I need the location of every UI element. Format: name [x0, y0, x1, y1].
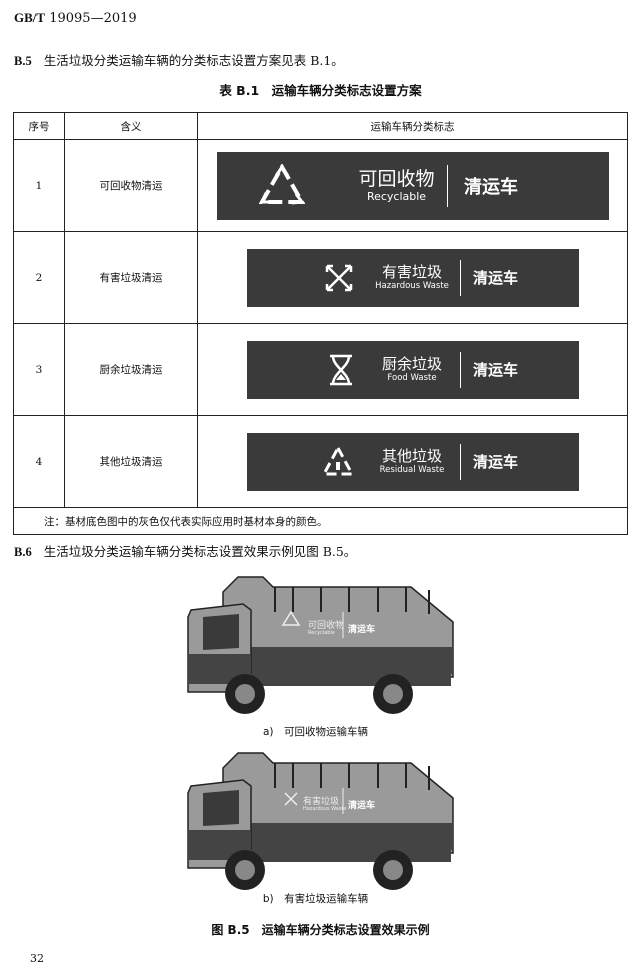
row-no: 4: [13, 415, 65, 508]
row-meaning: 有害垃圾清运: [64, 231, 198, 324]
sign-action: 清运车: [464, 176, 518, 198]
sign-en: Hazardous Waste: [375, 281, 449, 291]
header-sign: 运输车辆分类标志: [197, 112, 628, 140]
sign-cn: 可回收物: [358, 168, 435, 190]
sign-cn: 厨余垃圾: [381, 355, 442, 373]
sign-en: Residual Waste: [379, 465, 445, 475]
truck-a-illustration: 可回收物 Recyclable 清运车: [183, 562, 458, 717]
standard-code: GB/T 19095—2019: [14, 10, 137, 26]
section-number: B.6: [14, 545, 32, 559]
section-text: 生活垃圾分类运输车辆的分类标志设置方案见表 B.1。: [43, 53, 344, 68]
truck-a-caption: a) 可回收物运输车辆: [262, 726, 369, 738]
header-meaning: 含义: [64, 112, 198, 140]
sign-action: 清运车: [473, 453, 519, 471]
table-note: 注：基材底色图中的灰色仅代表实际应用时基材本身的颜色。: [13, 507, 628, 535]
table-note-row: 注：基材底色图中的灰色仅代表实际应用时基材本身的颜色。: [13, 507, 628, 535]
sign-cn: 其他垃圾: [381, 447, 442, 465]
row-meaning: 可回收物清运: [64, 139, 198, 232]
truck-sign-en: Hazardous Waste: [303, 806, 347, 812]
truck-sign-cn: 可回收物: [308, 621, 345, 631]
truck-sign-en: Recyclable: [308, 630, 335, 636]
truck-b-caption: b) 有害垃圾运输车辆: [262, 893, 369, 905]
truck-sign-cn: 有害垃圾: [303, 797, 340, 807]
sign-en: Recyclable: [366, 190, 427, 203]
section-b5: B.5 生活垃圾分类运输车辆的分类标志设置方案见表 B.1。: [14, 50, 344, 69]
recycle-icon: [217, 163, 347, 208]
row-no: 2: [13, 231, 65, 324]
row-meaning: 其他垃圾清运: [64, 415, 198, 508]
header-no: 序号: [13, 112, 65, 140]
figure-caption: 图 B.5 运输车辆分类标志设置效果示例: [211, 923, 430, 937]
sign-action: 清运车: [473, 361, 519, 379]
row-no: 1: [13, 139, 65, 232]
table-header: 序号 含义 运输车辆分类标志: [13, 112, 628, 140]
section-b6: B.6 生活垃圾分类运输车辆分类标志设置效果示例见图 B.5。: [14, 541, 356, 560]
section-number: B.5: [14, 54, 32, 68]
hazardous-icon: [247, 262, 365, 294]
residual-icon: [247, 444, 365, 479]
truck-b-illustration: 有害垃圾 Hazardous Waste 清运车: [183, 738, 458, 893]
sign-action: 清运车: [473, 269, 519, 287]
sign-cn: 有害垃圾: [381, 263, 442, 281]
truck-sign-action: 清运车: [348, 625, 376, 635]
truck-sign-action: 清运车: [348, 801, 376, 811]
food-waste-icon: [247, 353, 365, 387]
code-number: 19095—2019: [49, 11, 137, 26]
row-no: 3: [13, 323, 65, 416]
code-prefix: GB/T: [14, 10, 46, 25]
section-text: 生活垃圾分类运输车辆分类标志设置效果示例见图 B.5。: [43, 544, 357, 559]
row-meaning: 厨余垃圾清运: [64, 323, 198, 416]
sign-en: Food Waste: [387, 373, 437, 383]
table-title: 表 B.1 运输车辆分类标志设置方案: [219, 83, 422, 98]
page-number: 32: [30, 952, 44, 965]
